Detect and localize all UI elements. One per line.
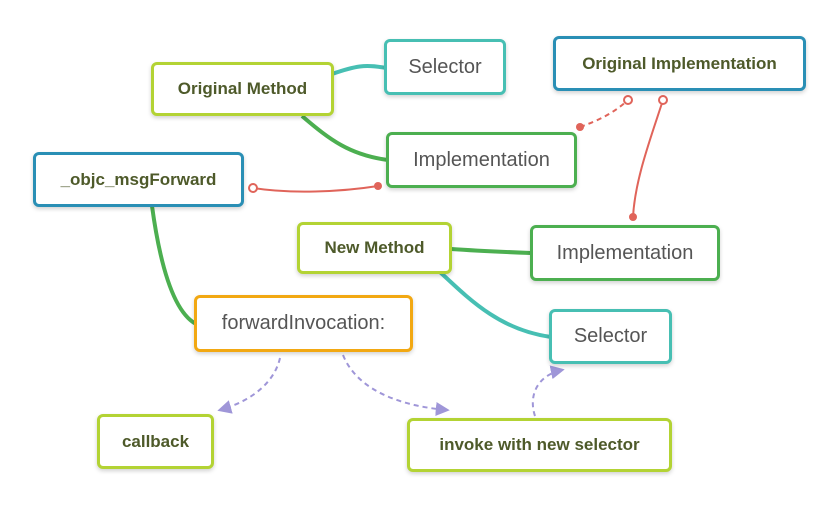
invoke-with-new-selector-node: invoke with new selector [407,418,672,472]
connector-original-method-implementation [300,114,389,162]
arrow-forwardinvocation-to-invoke [342,354,450,416]
arrow-forwardinvocation-to-callback [217,357,281,414]
implementation-node-top: Implementation [386,132,577,188]
original-method-node: Original Method [151,62,334,116]
connector-objc-msgforward-forwardinvocation [150,205,198,326]
link-implementation-to-original-implementation [579,99,629,128]
original-implementation-node: Original Implementation [553,36,806,91]
arrow-invoke-to-selector [531,365,565,417]
selector-node-new: Selector [549,309,672,364]
objc-msgforward-node: _objc_msgForward [33,152,244,207]
link-msgforward-to-implementation [252,185,379,193]
callback-node: callback [97,414,214,469]
selector-node-top: Selector [384,39,506,95]
link-original-implementation-to-new-implementation [632,99,664,218]
implementation-node-new: Implementation [530,225,720,281]
connector-original-method-selector [331,64,387,76]
connector-new-method-selector [438,270,552,339]
forward-invocation-node: forwardInvocation: [194,295,413,352]
connector-new-method-implementation [450,247,532,255]
new-method-node: New Method [297,222,452,274]
